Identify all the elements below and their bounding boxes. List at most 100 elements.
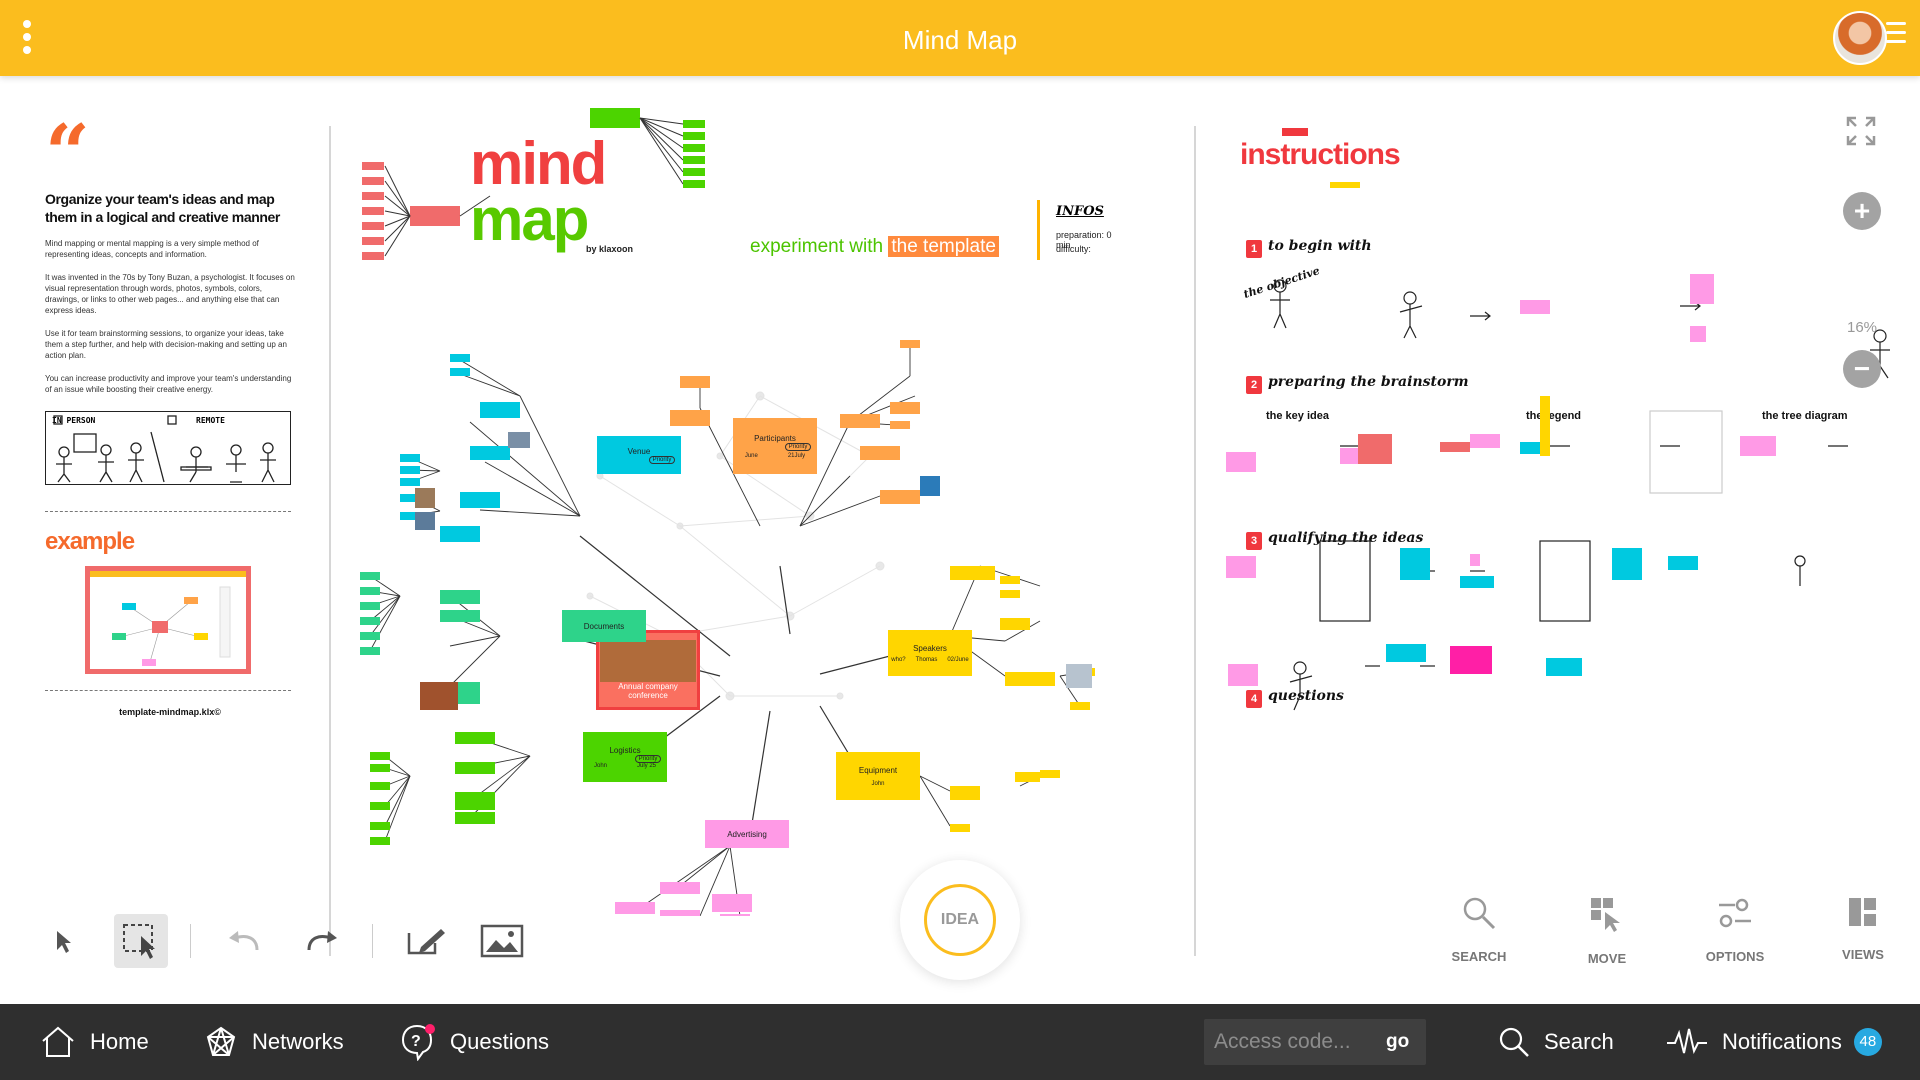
- equipment-sub: John: [871, 780, 885, 787]
- options-action-label: OPTIONS: [1705, 949, 1765, 964]
- zoom-out-button[interactable]: −: [1843, 350, 1881, 388]
- center-node-line2: conference: [628, 691, 668, 700]
- options-action[interactable]: OPTIONS: [1690, 896, 1780, 964]
- svg-text:?: ?: [411, 1033, 421, 1050]
- nav-home[interactable]: Home: [40, 1004, 149, 1080]
- views-action-label: VIEWS: [1842, 947, 1884, 962]
- instructions-decoration: [1282, 128, 1308, 136]
- in-person-label: IN PERSON: [52, 416, 96, 425]
- node-documents[interactable]: Documents: [562, 610, 646, 642]
- people-sketch-icon: [53, 415, 276, 483]
- pulse-icon: [1667, 1028, 1707, 1054]
- plus-icon: +: [1853, 195, 1871, 226]
- go-button[interactable]: go: [1386, 1031, 1410, 1052]
- home-icon: [42, 1026, 74, 1057]
- nav-networks[interactable]: Networks: [204, 1004, 344, 1080]
- example-title: example: [45, 528, 135, 555]
- nav-notifications[interactable]: Notifications 48: [1666, 1004, 1882, 1080]
- nav-questions-label: Questions: [450, 1029, 550, 1054]
- move-icon: [1591, 898, 1620, 932]
- page-title: Mind Map: [902, 25, 1018, 55]
- intro-paragraph-4: You can increase productivity and improv…: [45, 374, 292, 394]
- nav-search-label: Search: [1544, 1029, 1614, 1054]
- kebab-menu-icon[interactable]: [19, 20, 35, 60]
- area-select-tool[interactable]: [114, 914, 168, 968]
- pointer-icon: [57, 931, 71, 953]
- nav-home-label: Home: [90, 1029, 149, 1054]
- node-logistics[interactable]: Logistics Priority John July 25: [583, 732, 667, 782]
- separator-line-2: [45, 690, 291, 691]
- node-participants[interactable]: Participants Priority June 21July: [733, 418, 817, 474]
- move-action-label: MOVE: [1587, 951, 1627, 966]
- example-preview-icon: [112, 586, 231, 666]
- node-speakers[interactable]: Speakers who? Thomas 02/June: [888, 630, 972, 676]
- image-icon: [480, 924, 524, 958]
- mindmap-connections: [360, 108, 1095, 916]
- experiment-line: experiment with the template: [750, 236, 999, 258]
- area-select-icon: [123, 924, 155, 959]
- board-canvas[interactable]: “ Organize your team's ideas and map the…: [0, 76, 1920, 1004]
- example-thumbnail[interactable]: [85, 566, 251, 674]
- add-image-button[interactable]: [475, 914, 529, 968]
- undo-button[interactable]: [218, 914, 272, 968]
- bottom-nav-bar: Home Networks ? Questions go Search Noti…: [0, 1004, 1920, 1080]
- node-participants-label: Participants: [754, 433, 796, 443]
- toolbar-separator-1: [190, 924, 191, 958]
- avatar[interactable]: [1833, 11, 1887, 65]
- toolbar-separator-2: [372, 924, 373, 958]
- views-action[interactable]: VIEWS: [1818, 896, 1908, 962]
- mindmap-area[interactable]: mind map by klaxoon experiment with the …: [340, 96, 1120, 916]
- left-panel: “ Organize your team's ideas and map the…: [45, 115, 295, 717]
- node-equipment[interactable]: Equipment John: [836, 752, 920, 800]
- add-note-button[interactable]: [398, 914, 452, 968]
- left-divider: [329, 126, 331, 956]
- right-divider: [1194, 126, 1196, 956]
- node-venue-label: Venue: [627, 446, 651, 456]
- header-bar: Mind Map: [0, 0, 1920, 76]
- access-code-input[interactable]: [1214, 1027, 1374, 1057]
- node-advertising[interactable]: Advertising: [705, 820, 789, 848]
- center-node-photo: [600, 640, 696, 682]
- step-3-number: 3: [1246, 532, 1262, 550]
- step-1-number: 1: [1246, 240, 1262, 258]
- zoom-level: 16%: [1846, 319, 1878, 336]
- in-person-remote-illustration: IN PERSON REMOTE: [45, 411, 291, 485]
- zoom-in-button[interactable]: +: [1843, 192, 1881, 230]
- search-action[interactable]: SEARCH: [1434, 896, 1524, 964]
- node-documents-label: Documents: [583, 621, 625, 631]
- step-2-number: 2: [1246, 376, 1262, 394]
- nav-questions[interactable]: ? Questions: [400, 1004, 549, 1080]
- move-action[interactable]: MOVE: [1562, 896, 1652, 966]
- redo-button[interactable]: [294, 914, 348, 968]
- step-2-key-idea: the key idea: [1266, 410, 1329, 422]
- minus-icon: −: [1853, 353, 1871, 384]
- nav-search[interactable]: Search: [1498, 1004, 1614, 1080]
- logistics-sub-1: John: [593, 762, 607, 769]
- step-1-title: to begin with: [1268, 238, 1372, 254]
- mindmap-title-line2: map: [470, 186, 589, 253]
- instructions-title: instructions: [1240, 138, 1401, 171]
- select-tool[interactable]: [36, 914, 90, 968]
- node-venue[interactable]: Venue Priority: [597, 436, 681, 474]
- step-4-number: 4: [1246, 690, 1262, 708]
- participants-sub-1: June: [744, 452, 758, 459]
- infos-title: INFOS: [1056, 204, 1104, 219]
- venue-priority: Priority: [648, 455, 676, 464]
- idea-button[interactable]: IDEA: [900, 860, 1020, 980]
- center-node-line1: Annual company: [618, 682, 678, 691]
- access-code-box: go: [1204, 1019, 1426, 1065]
- participants-sub-2: 21July: [787, 452, 806, 459]
- left-heading: Organize your team's ideas and map them …: [45, 191, 280, 225]
- fullscreen-icon[interactable]: [1846, 116, 1876, 146]
- step-2-title: preparing the brainstorm: [1268, 374, 1469, 390]
- search-icon: [1463, 897, 1496, 930]
- hamburger-icon[interactable]: [1886, 22, 1906, 48]
- step-3-title: qualifying the ideas: [1268, 530, 1424, 546]
- views-icon: [1849, 898, 1876, 926]
- infos-preparation: preparation: 0 min: [1056, 230, 1112, 250]
- questions-icon: ?: [401, 1024, 435, 1061]
- center-node[interactable]: Annual company conference: [596, 630, 700, 710]
- networks-icon: [206, 1026, 236, 1056]
- remote-label: REMOTE: [196, 416, 225, 425]
